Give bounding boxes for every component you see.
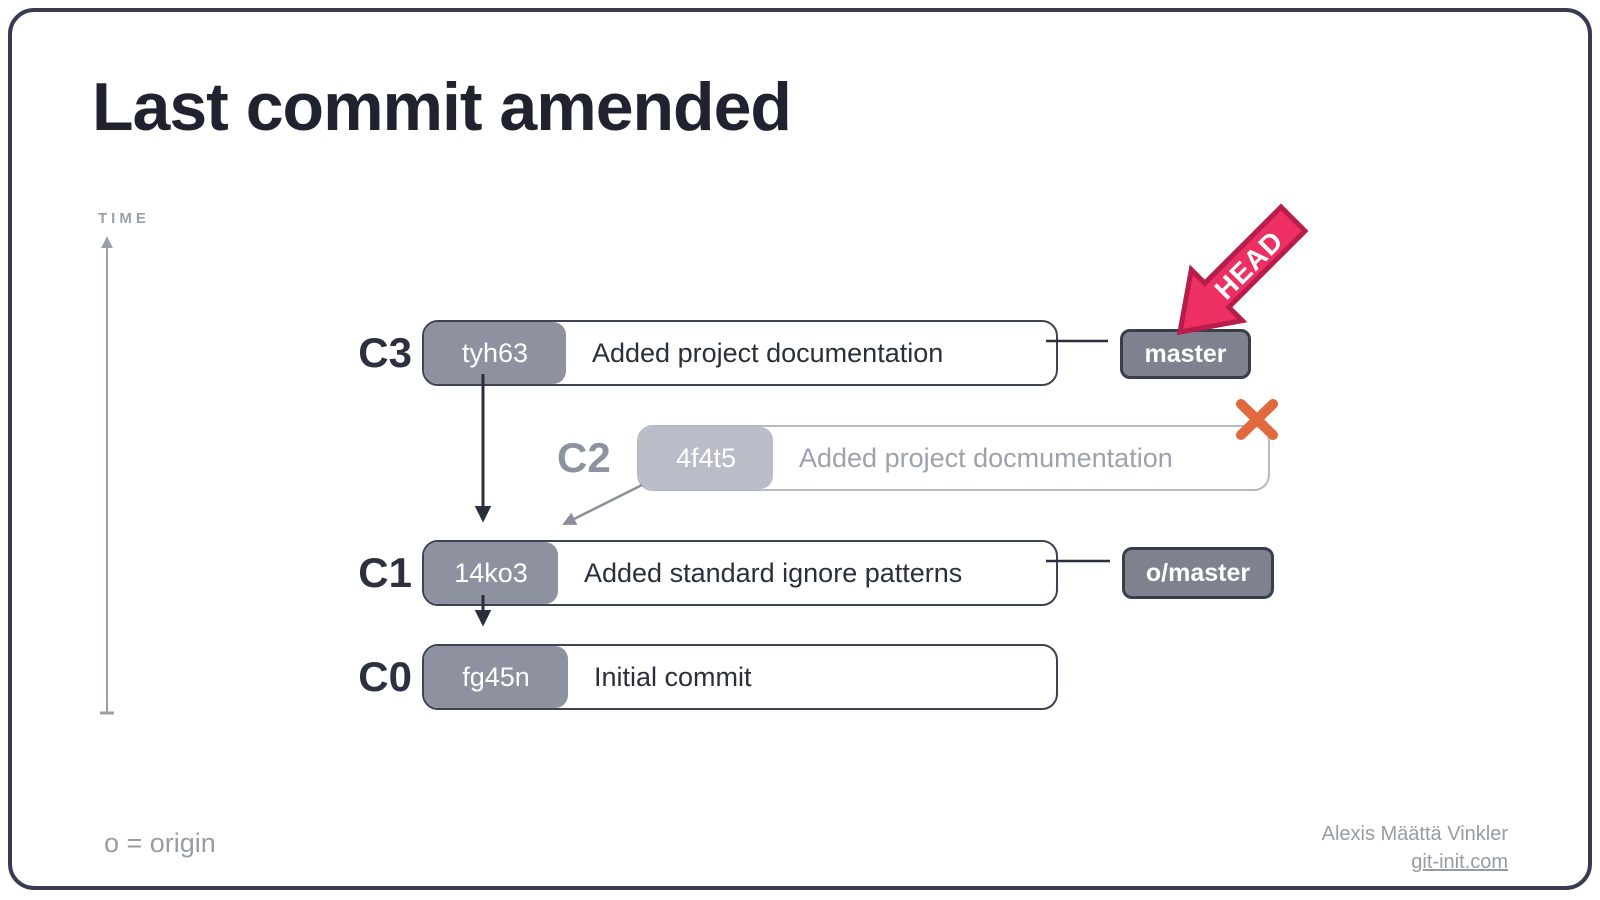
commit-box-ghost: 4f4t5 Added project docmumentation <box>637 425 1270 491</box>
branch-tag-master: master <box>1120 329 1251 379</box>
slide-title: Last commit amended <box>92 69 792 145</box>
commit-row-c1: C1 14ko3 Added standard ignore patterns <box>332 540 1058 606</box>
commit-hash: 14ko3 <box>424 542 558 604</box>
commit-label: C2 <box>557 434 611 481</box>
commit-label: C1 <box>358 549 412 596</box>
origin-legend: o = origin <box>104 828 216 858</box>
branch-tag-o-master: o/master <box>1122 547 1274 599</box>
commit-row-c2: C2 4f4t5 Added project docmumentation <box>557 425 1270 491</box>
author-name: Alexis Määttä Vinkler <box>1321 823 1508 845</box>
site-link[interactable]: git-init.com <box>1411 851 1508 873</box>
commit-row-c3: C3 tyh63 Added project documentation <box>332 320 1058 386</box>
time-axis-label: TIME <box>98 210 150 227</box>
commit-hash: 4f4t5 <box>639 427 773 489</box>
commit-label: C3 <box>358 329 412 376</box>
commit-label: C0 <box>358 653 412 700</box>
commit-box: fg45n Initial commit <box>422 644 1058 710</box>
slide-card: Last commit amended TIME C3 tyh63 Added … <box>8 8 1592 890</box>
commit-hash: tyh63 <box>424 322 566 384</box>
commit-message: Initial commit <box>594 661 752 692</box>
commit-box: 14ko3 Added standard ignore patterns <box>422 540 1058 606</box>
commit-message: Added project docmumentation <box>799 442 1173 473</box>
credits: Alexis Määttä Vinkler git-init.com <box>1322 820 1508 876</box>
commit-row-c0: C0 fg45n Initial commit <box>332 644 1058 710</box>
commit-hash: fg45n <box>424 646 568 708</box>
commit-message: Added project documentation <box>592 337 944 368</box>
commit-message: Added standard ignore patterns <box>584 557 963 588</box>
commit-box: tyh63 Added project documentation <box>422 320 1058 386</box>
